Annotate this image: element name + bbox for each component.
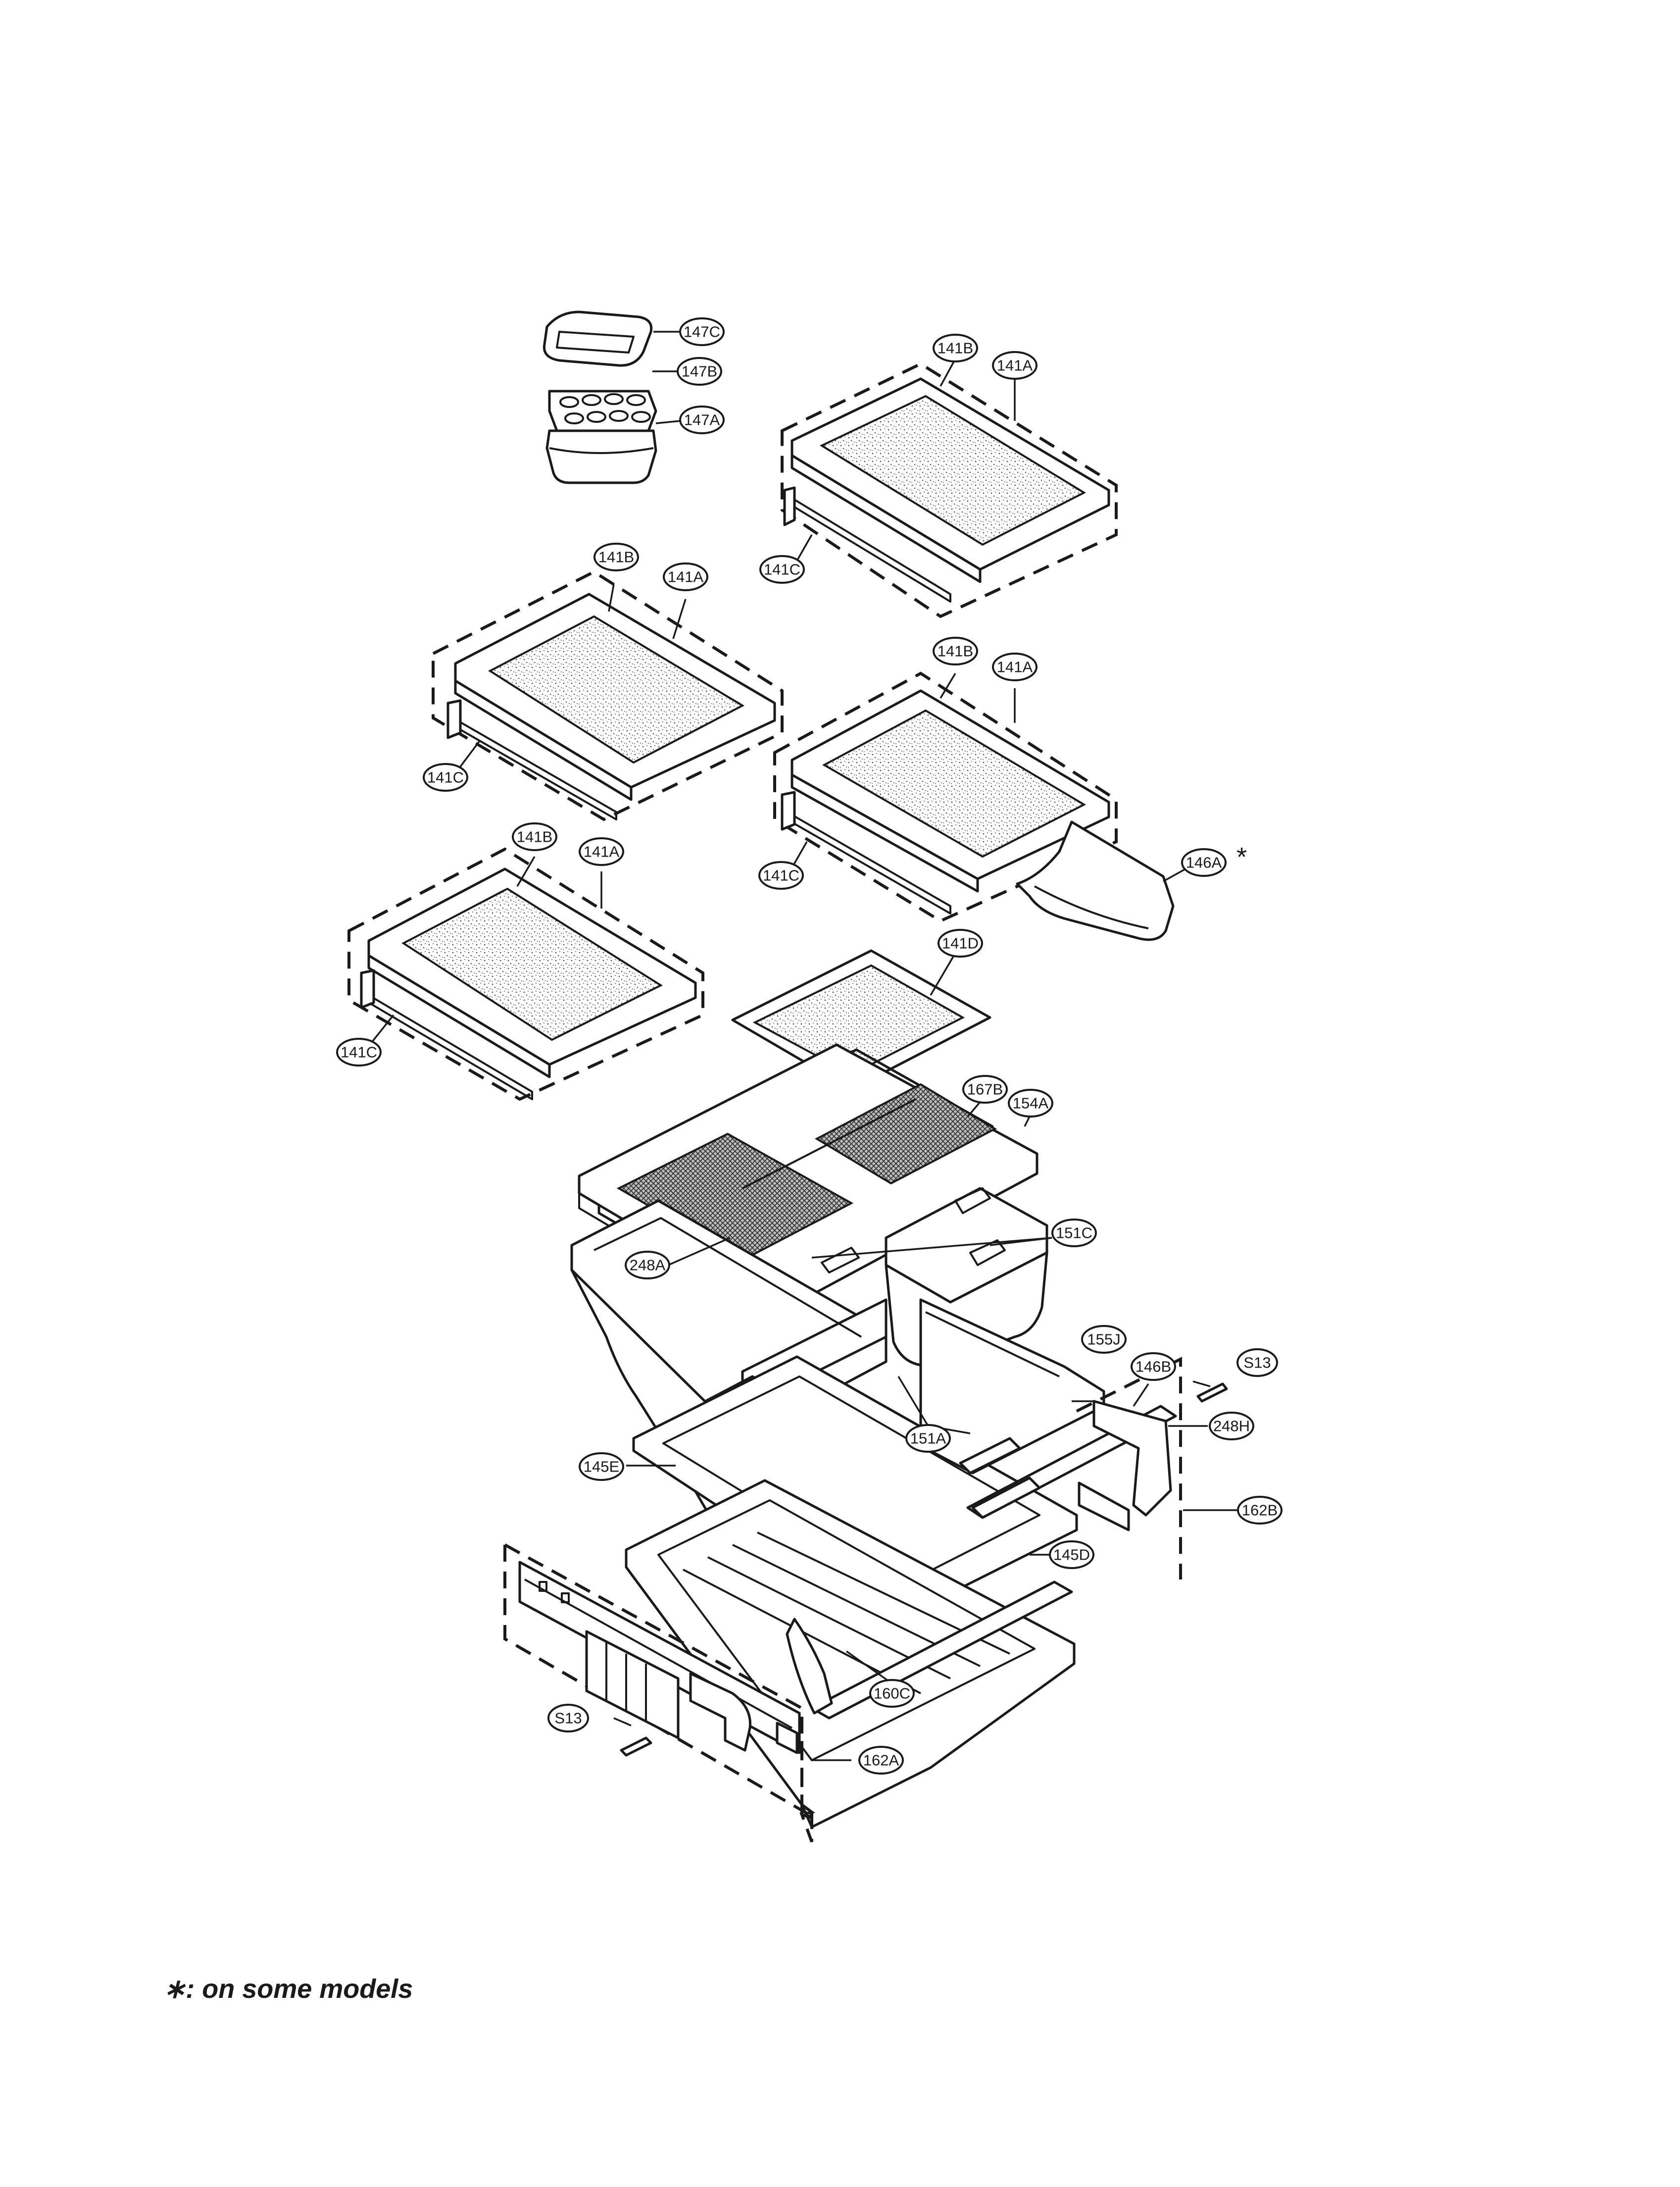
callout-141B-3: 141B [933,637,978,665]
callout-151C: 151C [1051,1219,1097,1247]
rail-assembly-right [959,1357,1228,1579]
svg-text:147A: 147A [684,411,720,429]
callout-167B: 167B [962,1075,1008,1104]
svg-text:141A: 141A [584,843,620,861]
callout-141A-1: 141A [992,351,1038,380]
screw-s13-right [1196,1382,1228,1403]
svg-text:141C: 141C [427,769,464,786]
callout-s13-2: S13 [547,1704,589,1732]
some-models-asterisk: * [1236,842,1247,872]
svg-text:141A: 141A [997,659,1033,676]
callout-146B: 146B [1131,1352,1176,1381]
svg-text:147B: 147B [682,363,717,380]
egg-tray-bin [545,429,657,484]
callout-141A-3: 141A [992,653,1038,681]
callout-160C: 160C [869,1679,915,1708]
svg-text:141B: 141B [517,828,552,846]
svg-text:162A: 162A [863,1752,899,1769]
callout-155J: 155J [1081,1325,1127,1354]
svg-text:160C: 160C [874,1685,910,1702]
callout-141B-2: 141B [593,543,639,571]
callout-162A: 162A [858,1746,904,1775]
callout-s13-1: S13 [1236,1348,1278,1377]
svg-text:147C: 147C [684,323,720,341]
svg-text:141B: 141B [598,549,634,566]
callout-147B: 147B [677,357,722,386]
callout-141C-4: 141C [336,1038,382,1067]
callout-151A: 151A [905,1424,951,1453]
callout-141D: 141D [938,929,983,958]
callout-162B: 162B [1237,1496,1283,1525]
callout-248A: 248A [625,1251,670,1279]
shelf-guard-146A [1016,820,1175,941]
svg-text:146A: 146A [1186,854,1222,871]
callout-147A: 147A [679,406,725,434]
callout-146A: 146A [1181,848,1227,877]
callout-145D: 145D [1049,1540,1094,1569]
shelf-assembly-2 [432,570,784,821]
svg-text:141C: 141C [764,561,800,578]
callout-141B-1: 141B [933,334,978,362]
screw-s13-left [620,1736,652,1757]
svg-text:162B: 162B [1242,1502,1278,1519]
svg-text:141C: 141C [763,867,799,884]
callout-145E: 145E [579,1452,624,1481]
svg-text:248H: 248H [1213,1418,1250,1435]
svg-text:S13: S13 [1243,1354,1271,1372]
callout-154A: 154A [1008,1089,1053,1118]
svg-text:141A: 141A [668,568,704,586]
svg-text:167B: 167B [967,1081,1003,1098]
svg-text:151C: 151C [1056,1224,1092,1242]
footnote: ∗: on some models [163,1974,413,2004]
svg-text:154A: 154A [1013,1095,1049,1112]
svg-text:141A: 141A [997,357,1033,374]
egg-cups [559,393,651,424]
callout-147C: 147C [679,317,725,346]
callout-141A-2: 141A [663,562,708,591]
shelf-assembly-4 [347,847,704,1101]
svg-text:141B: 141B [938,340,973,357]
callout-248H: 248H [1209,1412,1254,1440]
front-panel-assembly [503,1543,815,1843]
svg-text:145D: 145D [1053,1546,1090,1564]
svg-text:141B: 141B [938,643,973,660]
svg-text:248A: 248A [630,1257,666,1274]
svg-text:155J: 155J [1087,1331,1120,1348]
callout-141A-4: 141A [579,837,624,866]
svg-text:146B: 146B [1136,1358,1171,1375]
shelf-assembly-1 [781,362,1118,618]
shelf-assembly-3 [773,671,1175,941]
callout-141C-1: 141C [759,555,805,584]
svg-text:145E: 145E [584,1458,619,1475]
callout-141B-4: 141B [512,822,557,851]
callout-141C-2: 141C [423,763,468,792]
drawer-cover-145E [632,1298,1105,1623]
svg-text:141D: 141D [942,935,979,952]
egg-tray-lid [543,310,653,367]
svg-text:151A: 151A [910,1430,946,1447]
svg-text:S13: S13 [554,1710,582,1727]
egg-tray-assembly [543,310,657,484]
svg-text:141C: 141C [341,1044,377,1061]
callout-141C-3: 141C [758,861,804,890]
